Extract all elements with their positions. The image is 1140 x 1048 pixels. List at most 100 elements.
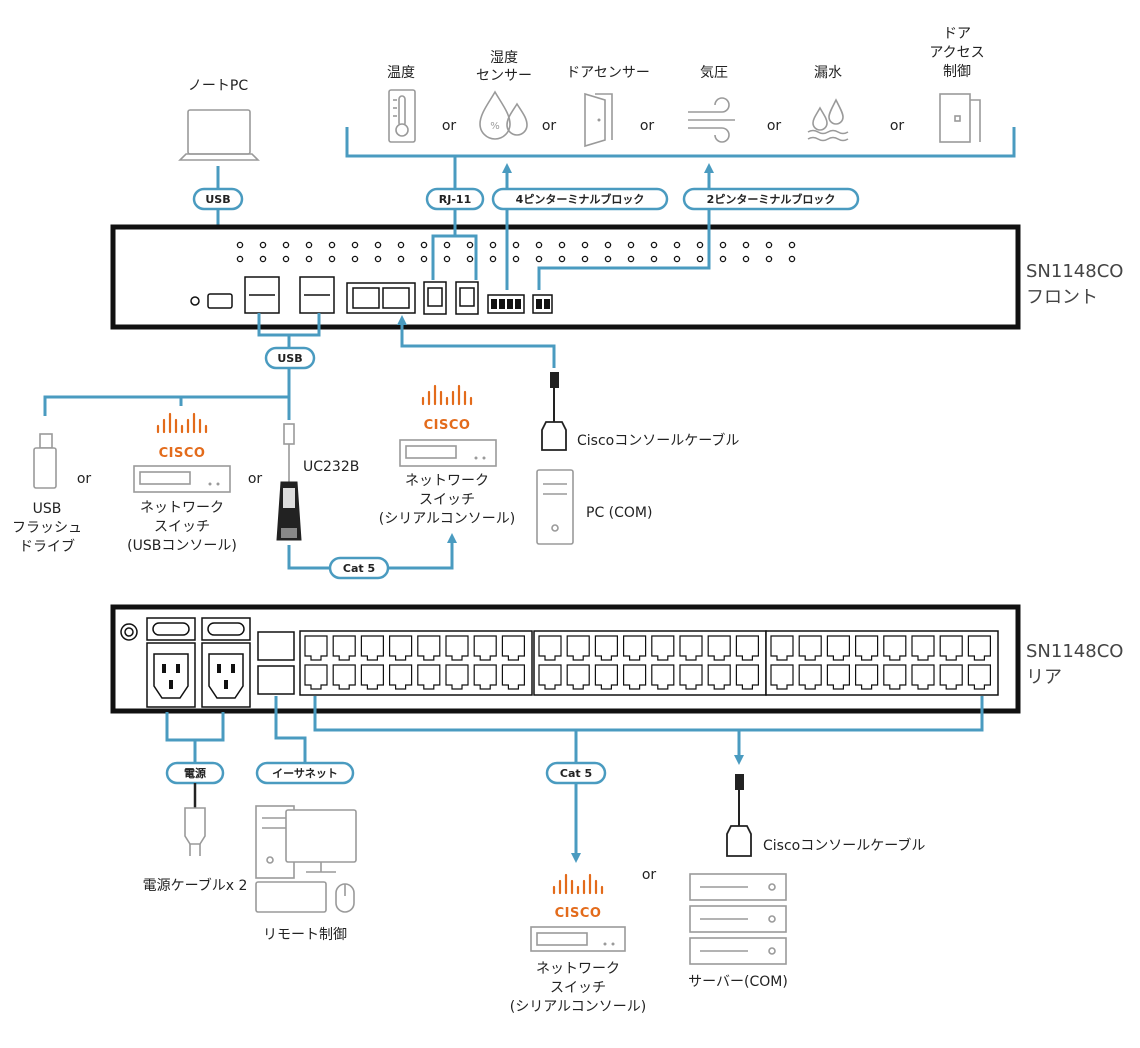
status-led	[719, 241, 727, 249]
rear-rj45-port[interactable]	[304, 664, 328, 690]
rear-rj45-port[interactable]	[538, 664, 562, 690]
rear-rj45-port[interactable]	[501, 635, 525, 661]
rear-rj45-port[interactable]	[939, 664, 963, 690]
status-led	[397, 255, 405, 263]
rear-rj45-port[interactable]	[332, 664, 356, 690]
cisco-logo: CISCO	[424, 418, 471, 433]
rear-rj45-port[interactable]	[967, 635, 991, 661]
status-led	[512, 255, 520, 263]
status-led	[558, 241, 566, 249]
network-switch-icon	[530, 926, 626, 952]
rear-rj45-port[interactable]	[679, 635, 703, 661]
rear-rj45-port[interactable]	[735, 635, 759, 661]
rear-rj45-port[interactable]	[566, 664, 590, 690]
svg-text:UC232B: UC232B	[303, 459, 359, 475]
front-led-array	[236, 241, 796, 263]
rear-rj45-port[interactable]	[332, 635, 356, 661]
rear-rj45-port[interactable]	[770, 635, 794, 661]
rear-rj45-port[interactable]	[623, 664, 647, 690]
rear-rj45-port[interactable]	[735, 664, 759, 690]
pill-usb-mid: USB	[264, 346, 316, 370]
status-led	[328, 241, 336, 249]
rear-rj45-port[interactable]	[826, 664, 850, 690]
status-led	[696, 241, 704, 249]
cisco-switch-usb-console: CISCO ネットワーク スイッチ (USBコンソール)	[127, 412, 237, 554]
pill-2pin-terminal: 2ピンターミナルブロック	[682, 187, 860, 211]
rear-rj45-port[interactable]	[360, 635, 384, 661]
status-led	[788, 255, 796, 263]
rear-lan-port[interactable]	[257, 665, 295, 695]
rear-rj45-port[interactable]	[623, 635, 647, 661]
laptop-label: ノートPC	[188, 78, 248, 94]
status-led	[604, 255, 612, 263]
status-led	[305, 241, 313, 249]
rear-rj45-port[interactable]	[679, 664, 703, 690]
rear-unit-side: リア	[1026, 667, 1062, 688]
status-led	[627, 241, 635, 249]
rear-rj45-port[interactable]	[770, 664, 794, 690]
svg-text:Cat 5: Cat 5	[560, 767, 592, 780]
rear-rj45-port[interactable]	[360, 664, 384, 690]
rear-rj45-port[interactable]	[939, 635, 963, 661]
rear-rj45-port[interactable]	[707, 664, 731, 690]
rear-rj45-port[interactable]	[417, 664, 441, 690]
status-led	[535, 241, 543, 249]
rear-rj45-port[interactable]	[566, 635, 590, 661]
or-text-3: or	[640, 118, 655, 134]
rear-rj45-port[interactable]	[798, 664, 822, 690]
svg-text:イーサネット: イーサネット	[272, 767, 338, 780]
status-led	[282, 241, 290, 249]
pin2-cable	[537, 163, 714, 290]
rear-rj45-port[interactable]	[967, 664, 991, 690]
rear-rj45-port[interactable]	[707, 635, 731, 661]
cisco-console-cable-rear: Ciscoコンソールケーブル	[726, 774, 925, 857]
cisco-logo: CISCO	[159, 446, 206, 461]
reset-button[interactable]	[190, 296, 200, 306]
cisco-switch-serial-rear: CISCO ネットワーク スイッチ (シリアルコンソール)	[510, 873, 646, 1015]
humidity-drop-icon: %	[479, 90, 528, 140]
rear-rj45-port[interactable]	[911, 635, 935, 661]
rear-rj45-port[interactable]	[651, 664, 675, 690]
rear-rj45-port[interactable]	[417, 635, 441, 661]
rj45-plug-icon	[550, 372, 559, 388]
pill-usb-top: USB	[192, 187, 244, 211]
rear-rj45-port[interactable]	[445, 635, 469, 661]
or-text-4: or	[767, 118, 782, 134]
rear-rj45-port[interactable]	[883, 635, 907, 661]
rear-rj45-port[interactable]	[855, 635, 879, 661]
svg-text:スイッチ: スイッチ	[419, 492, 475, 508]
rear-usb-port[interactable]	[257, 631, 295, 661]
rear-rj45-port[interactable]	[501, 664, 525, 690]
rear-rj45-port[interactable]	[651, 635, 675, 661]
cisco-bars-icon	[552, 873, 604, 895]
sensor-door-access-label-3: 制御	[943, 64, 971, 80]
cisco-bars-icon	[156, 412, 208, 434]
rear-rj45-port[interactable]	[798, 635, 822, 661]
svg-text:スイッチ: スイッチ	[550, 980, 606, 996]
rear-rj45-port[interactable]	[389, 635, 413, 661]
pill-4pin-terminal: 4ピンターミナルブロック	[491, 187, 669, 211]
db9-connector-icon	[541, 421, 567, 451]
rear-rj45-port[interactable]	[911, 664, 935, 690]
pill-cat5-rear: Cat 5	[545, 761, 607, 785]
rear-rj45-port[interactable]	[594, 635, 618, 661]
front-micro-usb-port[interactable]	[207, 293, 233, 309]
rear-rj45-port[interactable]	[445, 664, 469, 690]
thermometer-icon	[388, 89, 416, 143]
pill-rj11: RJ-11	[425, 187, 485, 211]
status-led	[765, 241, 773, 249]
rear-rj45-port[interactable]	[883, 664, 907, 690]
status-led	[328, 255, 336, 263]
power-cable: 電源ケーブルx 2	[143, 783, 247, 894]
rear-rj45-port[interactable]	[826, 635, 850, 661]
rear-rj45-port[interactable]	[594, 664, 618, 690]
status-led	[627, 255, 635, 263]
rear-rj45-port[interactable]	[389, 664, 413, 690]
sensor-pressure-label: 気圧	[700, 65, 728, 81]
rear-rj45-port[interactable]	[473, 664, 497, 690]
rear-rj45-port[interactable]	[304, 635, 328, 661]
rear-rj45-port[interactable]	[473, 635, 497, 661]
status-led	[673, 241, 681, 249]
rear-rj45-port[interactable]	[855, 664, 879, 690]
rear-rj45-port[interactable]	[538, 635, 562, 661]
